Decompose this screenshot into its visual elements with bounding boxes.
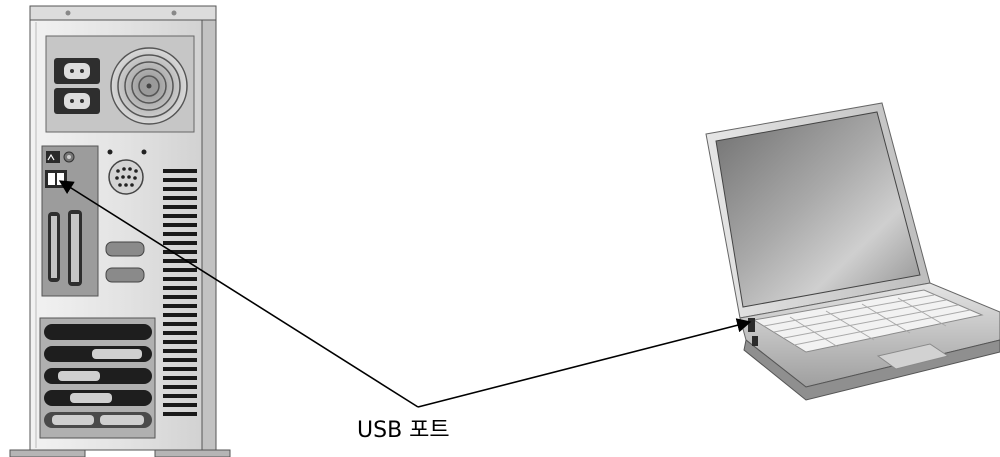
callout-pointers	[58, 180, 752, 408]
laptop-usb-port	[748, 318, 758, 346]
desktop-tower-icon	[9, 5, 231, 457]
fan-icon	[110, 47, 188, 125]
pointer-to-computer-usb	[58, 180, 419, 408]
laptop-icon	[705, 102, 1000, 401]
usb-port-label: USB 포트	[357, 418, 450, 443]
computer-usb-port	[45, 170, 67, 188]
power-socket-icon	[54, 58, 100, 114]
pointer-to-laptop-usb	[417, 318, 752, 408]
